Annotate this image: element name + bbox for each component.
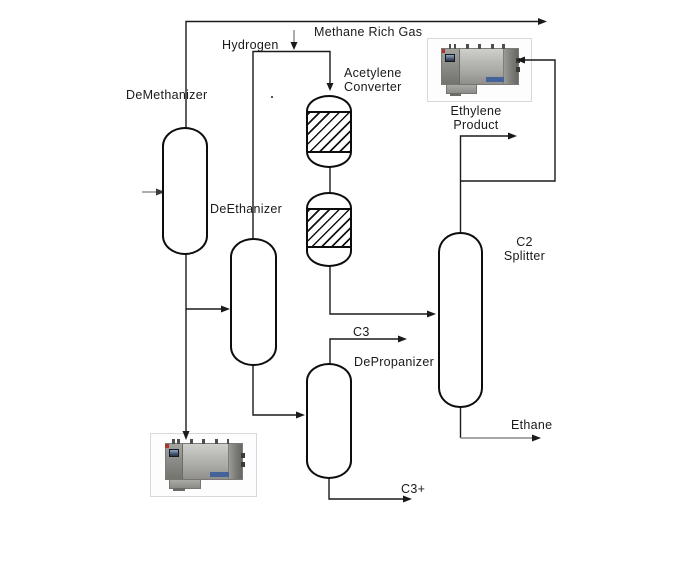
machine-stud bbox=[189, 439, 193, 444]
machine-stud bbox=[453, 44, 457, 49]
label-deethanizer: DeEthanizer bbox=[210, 202, 283, 216]
machine-red-badge bbox=[441, 48, 446, 53]
machine-stud bbox=[502, 44, 505, 49]
machine-red-badge bbox=[165, 443, 169, 448]
stray-dot bbox=[271, 96, 273, 98]
vessel-deethanizer bbox=[230, 238, 277, 366]
machine-body bbox=[164, 443, 244, 481]
label-c3-plus: C3+ bbox=[401, 482, 426, 496]
machine-label-strip bbox=[485, 76, 505, 82]
c3-overhead-line bbox=[329, 335, 407, 370]
label-ethane: Ethane bbox=[511, 418, 553, 432]
machine-side-face bbox=[503, 49, 518, 85]
machine-base bbox=[168, 479, 202, 489]
vessel-demethanizer bbox=[162, 127, 208, 255]
machine-stud bbox=[448, 44, 452, 49]
deethanizer-bottoms-line bbox=[252, 358, 305, 419]
machine-body bbox=[441, 48, 519, 86]
vessel-acetylene-converter-2 bbox=[306, 192, 352, 267]
demethanizer-bottoms-line bbox=[182, 248, 190, 440]
demethanizer-to-deethanizer-line bbox=[186, 305, 230, 313]
label-c3: C3 bbox=[353, 325, 370, 339]
compressor-recycle-line bbox=[460, 56, 556, 182]
ethylene-product-line bbox=[459, 132, 517, 240]
vessel-acetylene-converter-1 bbox=[306, 95, 352, 168]
machine-stud bbox=[478, 44, 482, 49]
methane-rich-gas-line bbox=[185, 18, 547, 135]
machine-stud bbox=[226, 439, 230, 444]
machine-vent bbox=[240, 461, 245, 468]
machine-base bbox=[445, 84, 478, 94]
label-c2-splitter: C2 Splitter bbox=[503, 235, 546, 263]
catalyst-bed-hatch bbox=[308, 111, 350, 153]
machine-foot bbox=[449, 93, 461, 97]
label-acetylene-converter: Acetylene Converter bbox=[344, 66, 402, 94]
compressor-unit-image-bottom bbox=[150, 433, 257, 497]
vessel-depropanizer bbox=[306, 363, 352, 479]
machine-vent bbox=[240, 452, 245, 459]
label-demethanizer: DeMethanizer bbox=[126, 88, 208, 102]
machine-stud bbox=[177, 439, 180, 444]
machine-stud bbox=[172, 439, 175, 444]
converter-to-c2splitter-line bbox=[329, 260, 436, 318]
machine-vent bbox=[516, 66, 521, 73]
demethanizer-feed-arrow bbox=[142, 188, 165, 196]
deethanizer-overhead-line bbox=[252, 50, 334, 246]
label-hydrogen: Hydrogen bbox=[222, 38, 279, 52]
compressor-unit-image-top bbox=[427, 38, 532, 102]
label-methane-rich-gas: Methane Rich Gas bbox=[314, 25, 423, 39]
catalyst-bed-hatch bbox=[308, 208, 350, 248]
c3plus-bottoms-line bbox=[328, 472, 412, 503]
machine-stud bbox=[466, 44, 469, 49]
machine-stud bbox=[202, 439, 206, 444]
machine-display-screen bbox=[445, 53, 456, 62]
label-ethylene-product: Ethylene Product bbox=[450, 104, 502, 132]
machine-label-strip bbox=[209, 471, 229, 477]
hydrogen-feed-arrow bbox=[290, 30, 298, 50]
machine-stud bbox=[490, 44, 494, 49]
machine-display-screen bbox=[168, 448, 179, 457]
label-depropanizer: DePropanizer bbox=[354, 355, 435, 369]
machine-side-face bbox=[227, 444, 243, 480]
machine-stud bbox=[215, 439, 218, 444]
vessel-c2-splitter bbox=[438, 232, 483, 408]
machine-foot bbox=[173, 488, 185, 492]
